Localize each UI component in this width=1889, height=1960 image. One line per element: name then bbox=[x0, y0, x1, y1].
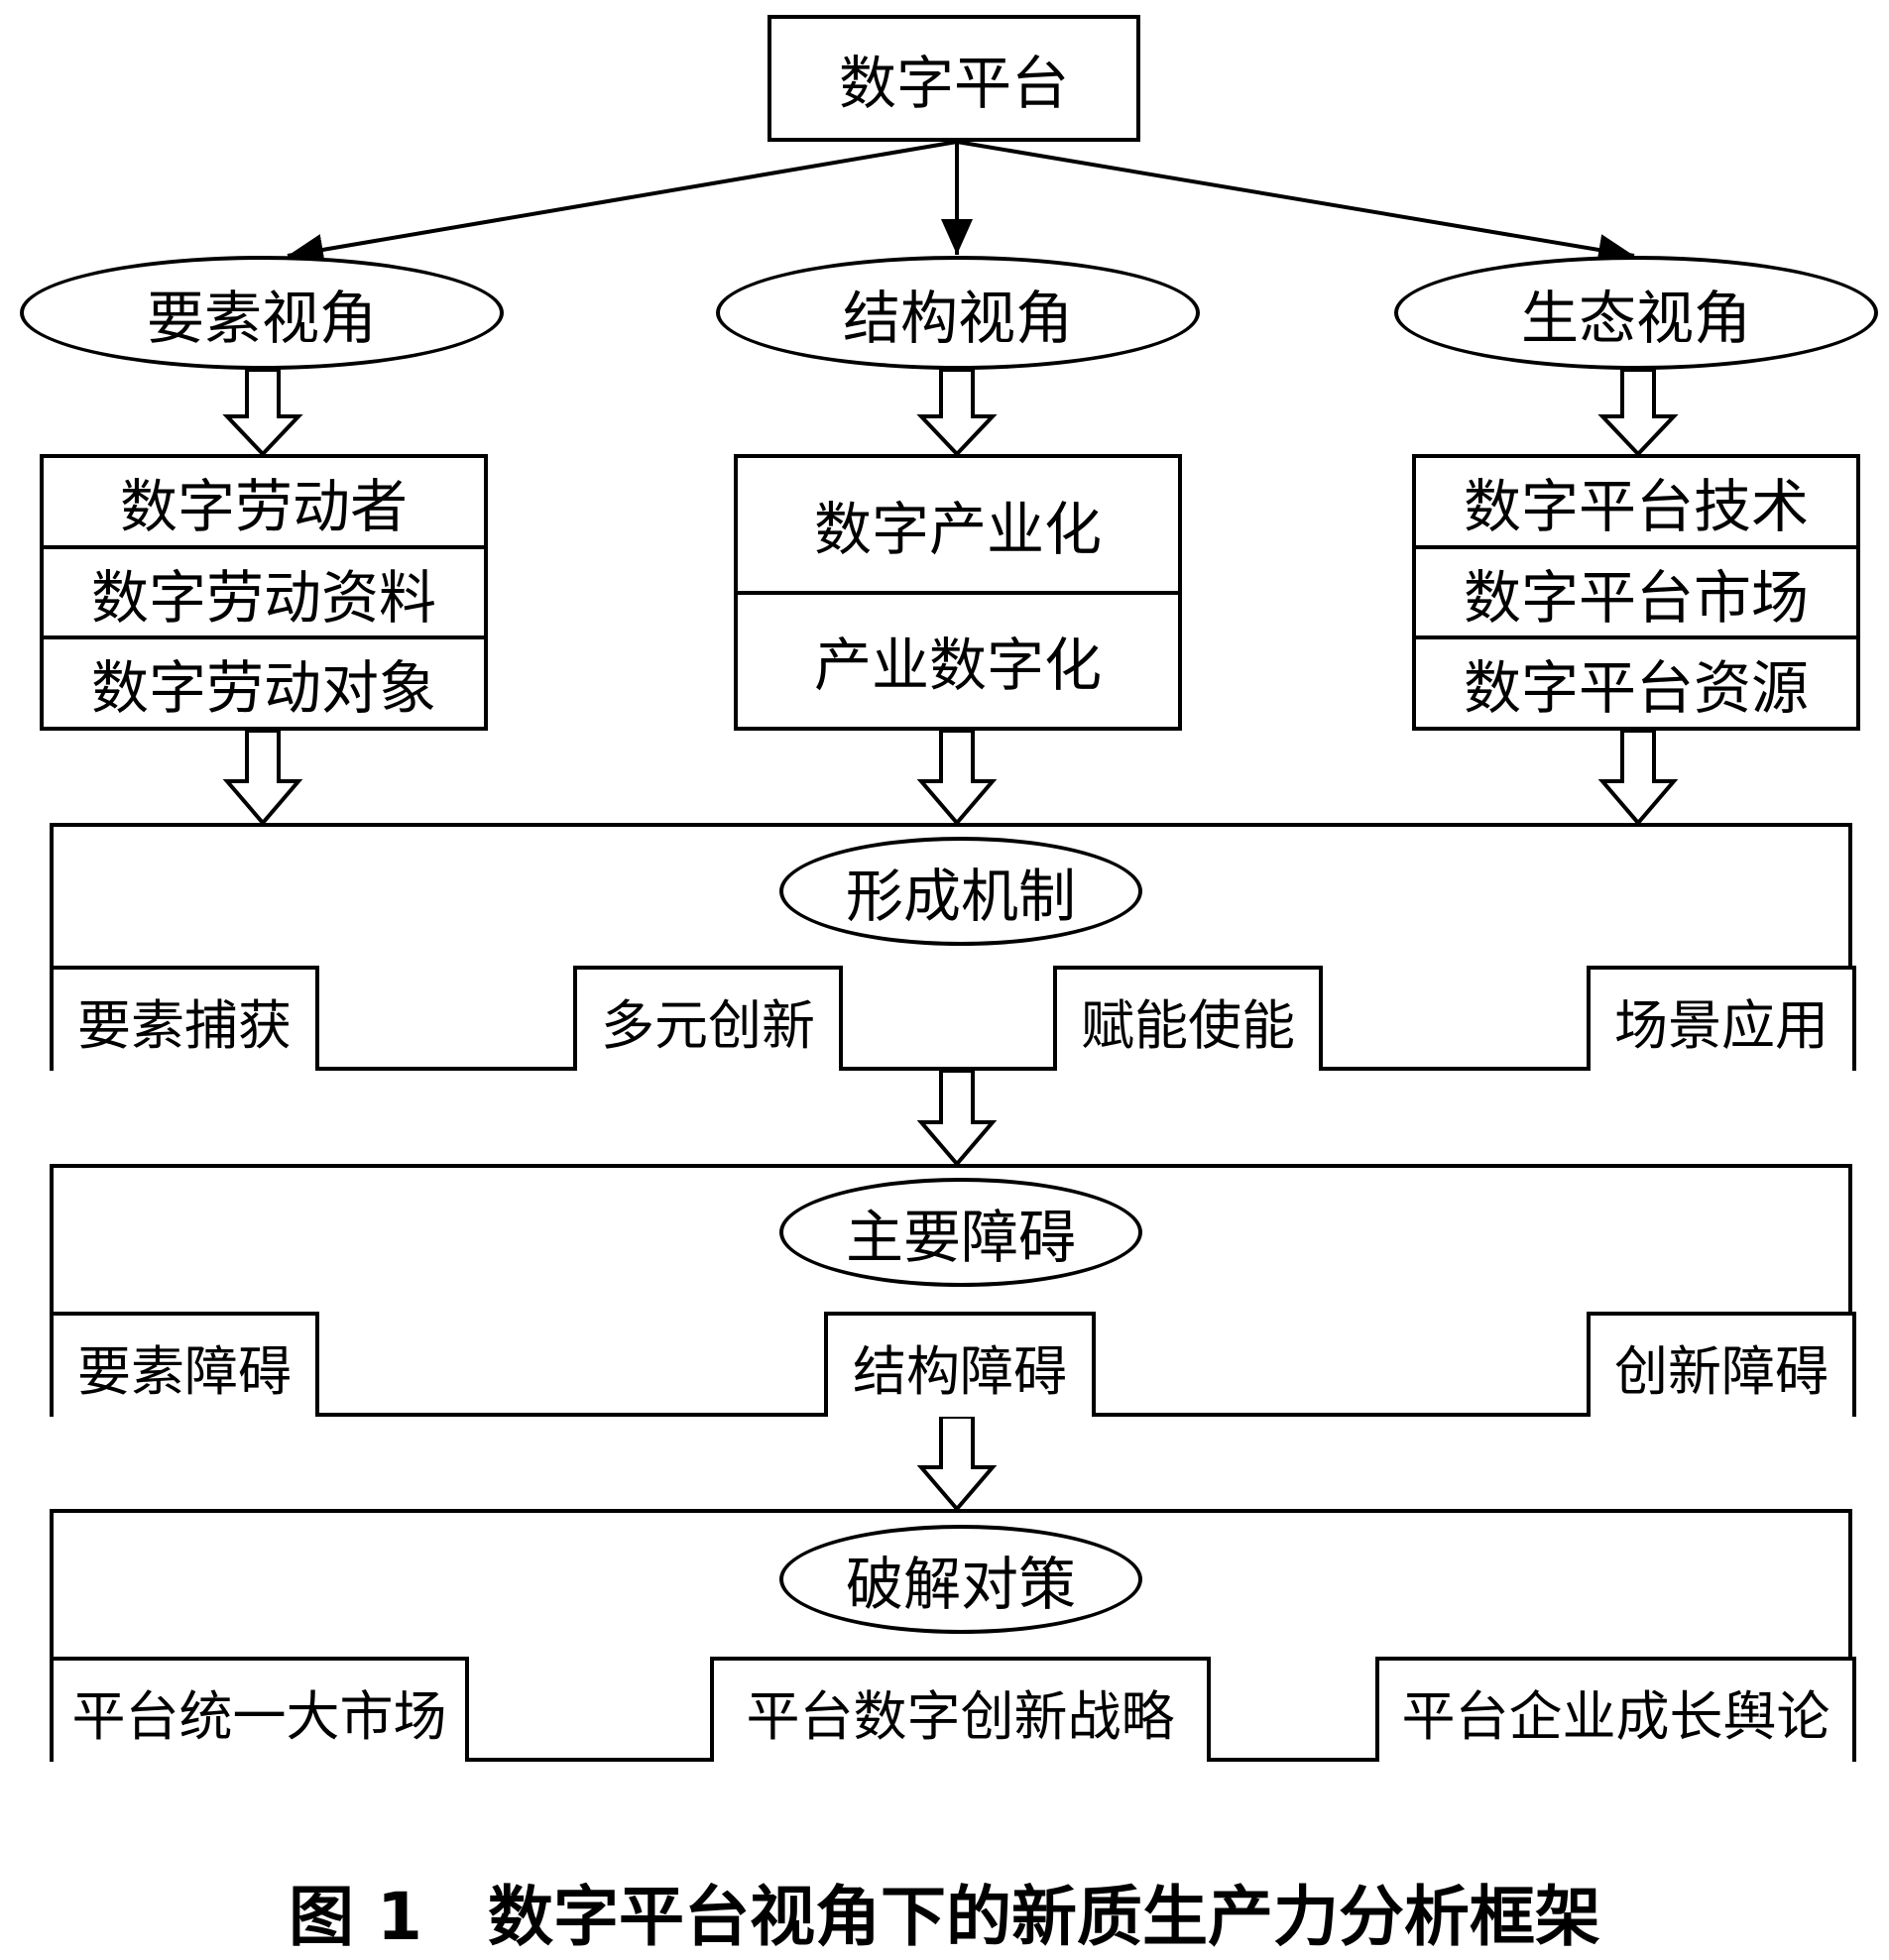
structure-view-details: 数字产业化 产业数字化 bbox=[734, 454, 1182, 731]
ecology-detail-item: 数字平台资源 bbox=[1416, 635, 1856, 727]
view-ellipse-structure: 结构视角 bbox=[716, 256, 1200, 370]
structure-detail-item: 产业数字化 bbox=[738, 590, 1178, 728]
block-arrow-details-2-to-mechanism bbox=[916, 729, 998, 827]
ecology-view-details: 数字平台技术 数字平台市场 数字平台资源 bbox=[1412, 454, 1860, 731]
element-detail-item: 数字劳动资料 bbox=[44, 544, 484, 636]
mechanism-item-empowerment: 赋能使能 bbox=[1053, 966, 1323, 1071]
mechanism-item-factor-capture: 要素捕获 bbox=[50, 966, 319, 1071]
mechanism-title-ellipse: 形成机制 bbox=[779, 837, 1142, 946]
arrow-top-to-view-1 bbox=[287, 140, 958, 266]
block-arrow-view-2-to-details bbox=[916, 368, 998, 457]
element-view-details: 数字劳动者 数字劳动资料 数字劳动对象 bbox=[40, 454, 488, 731]
figure-caption: 图 1 数字平台视角下的新质生产力分析框架 bbox=[289, 1879, 1600, 1955]
arrow-top-to-view-3 bbox=[956, 140, 1635, 266]
view-label-ecology: 生态视角 bbox=[1520, 284, 1751, 352]
obstacle-item-factor: 要素障碍 bbox=[50, 1312, 319, 1417]
digital-platform-box: 数字平台 bbox=[767, 15, 1140, 142]
mechanism-item-scenario-application: 场景应用 bbox=[1587, 966, 1856, 1071]
structure-detail-item: 数字产业化 bbox=[813, 495, 1102, 563]
countermeasures-title-ellipse: 破解对策 bbox=[779, 1525, 1142, 1634]
block-arrow-mechanism-to-obstacles bbox=[916, 1069, 998, 1168]
element-detail-item: 数字劳动对象 bbox=[44, 635, 484, 727]
view-ellipse-element: 要素视角 bbox=[20, 256, 504, 370]
obstacle-item-innovation: 创新障碍 bbox=[1587, 1312, 1856, 1417]
obstacles-title-ellipse: 主要障碍 bbox=[779, 1178, 1142, 1287]
mechanism-item-diverse-innovation: 多元创新 bbox=[573, 966, 843, 1071]
mechanism-title: 形成机制 bbox=[845, 863, 1076, 930]
ecology-detail-item: 数字平台市场 bbox=[1416, 544, 1856, 636]
view-label-structure: 结构视角 bbox=[842, 284, 1073, 352]
element-detail-item: 数字劳动者 bbox=[119, 472, 408, 540]
view-label-element: 要素视角 bbox=[146, 284, 377, 352]
countermeasures-panel: 破解对策 平台统一大市场 平台数字创新战略 平台企业成长舆论 bbox=[50, 1509, 1856, 1762]
block-arrow-obstacles-to-countermeasures bbox=[916, 1415, 998, 1513]
mechanism-panel: 形成机制 要素捕获 多元创新 赋能使能 场景应用 bbox=[50, 823, 1856, 1071]
digital-platform-label: 数字平台 bbox=[838, 50, 1069, 117]
obstacle-item-structure: 结构障碍 bbox=[824, 1312, 1096, 1417]
block-arrow-details-1-to-mechanism bbox=[222, 729, 303, 827]
block-arrow-details-3-to-mechanism bbox=[1597, 729, 1679, 827]
countermeasure-item-innovation-strategy: 平台数字创新战略 bbox=[710, 1657, 1211, 1762]
obstacles-panel: 主要障碍 要素障碍 结构障碍 创新障碍 bbox=[50, 1164, 1856, 1417]
block-arrow-view-3-to-details bbox=[1597, 368, 1679, 457]
ecology-detail-item: 数字平台技术 bbox=[1463, 472, 1809, 540]
obstacles-title: 主要障碍 bbox=[845, 1204, 1076, 1271]
countermeasure-item-enterprise-growth: 平台企业成长舆论 bbox=[1375, 1657, 1856, 1762]
view-ellipse-ecology: 生态视角 bbox=[1394, 256, 1878, 370]
countermeasure-item-unified-market: 平台统一大市场 bbox=[50, 1657, 469, 1762]
block-arrow-view-1-to-details bbox=[222, 368, 303, 457]
countermeasures-title: 破解对策 bbox=[845, 1551, 1076, 1618]
